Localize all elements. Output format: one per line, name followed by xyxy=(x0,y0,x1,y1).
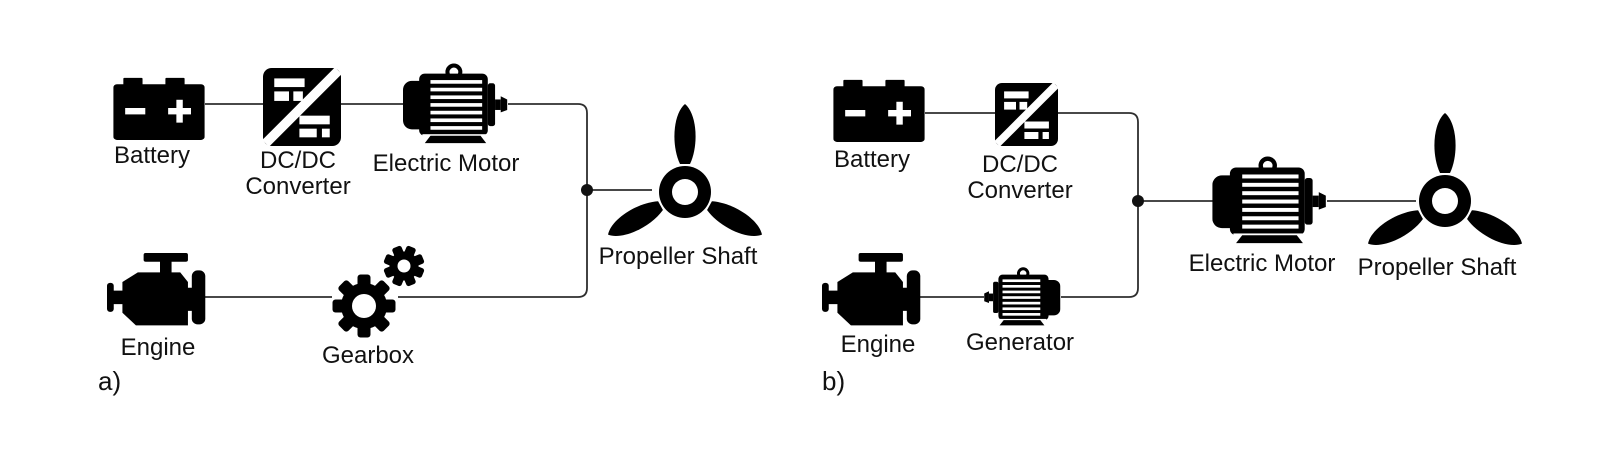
subfigure-tag-b: b) xyxy=(822,366,846,396)
dcdc-converter-label: DC/DC Converter xyxy=(967,152,1072,204)
battery-label: Battery xyxy=(113,142,191,169)
propeller-shaft-label: Propeller Shaft xyxy=(598,243,758,270)
subfigure-tag-a: a) xyxy=(98,366,122,396)
battery-icon xyxy=(833,78,925,142)
engine-label: Engine xyxy=(840,331,916,358)
propeller-shaft-label: Propeller Shaft xyxy=(1357,254,1517,281)
junction-dot-b xyxy=(1132,195,1144,207)
electric-motor-label: Electric Motor xyxy=(1188,250,1336,277)
dcdc-label-line1: DC/DC xyxy=(260,147,336,174)
generator-icon xyxy=(983,267,1061,326)
battery-label: Battery xyxy=(833,146,911,173)
gearbox-label: Gearbox xyxy=(321,342,415,369)
dcdc-label-line1: DC/DC xyxy=(982,151,1058,178)
engine-icon xyxy=(822,253,928,335)
engine-label: Engine xyxy=(120,334,196,361)
propeller-icon xyxy=(1360,106,1530,276)
dcdc-converter-icon xyxy=(995,83,1058,146)
wire-motor-to-gearbox-bus-a xyxy=(398,103,588,298)
dcdc-label-line2: Converter xyxy=(245,173,351,200)
electric-motor-label: Electric Motor xyxy=(372,150,520,177)
junction-dot-a xyxy=(581,184,593,196)
generator-label: Generator xyxy=(965,329,1075,356)
dcdc-label-line2: Converter xyxy=(967,177,1073,204)
electric-motor-icon xyxy=(1212,156,1327,244)
dcdc-converter-label: DC/DC Converter xyxy=(245,148,350,200)
